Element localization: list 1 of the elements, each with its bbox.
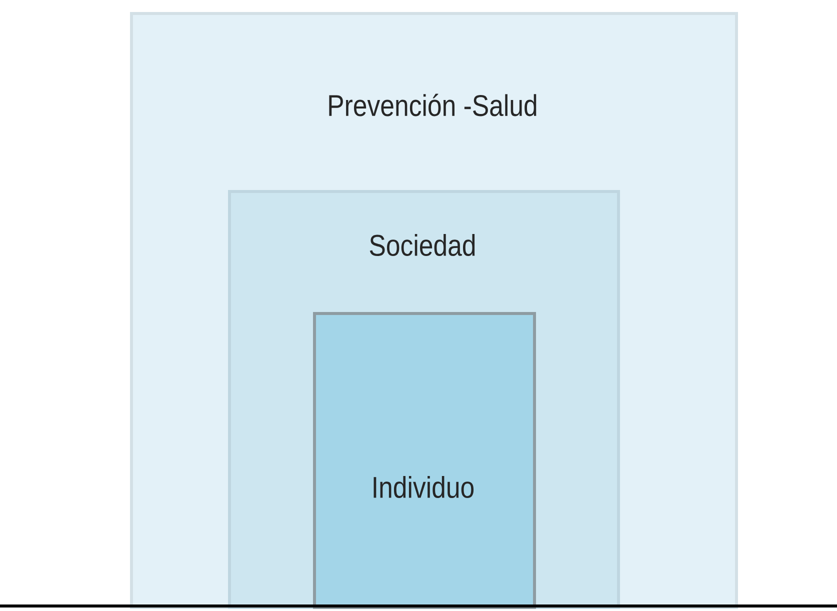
nested-box: Individuo: [313, 312, 536, 609]
